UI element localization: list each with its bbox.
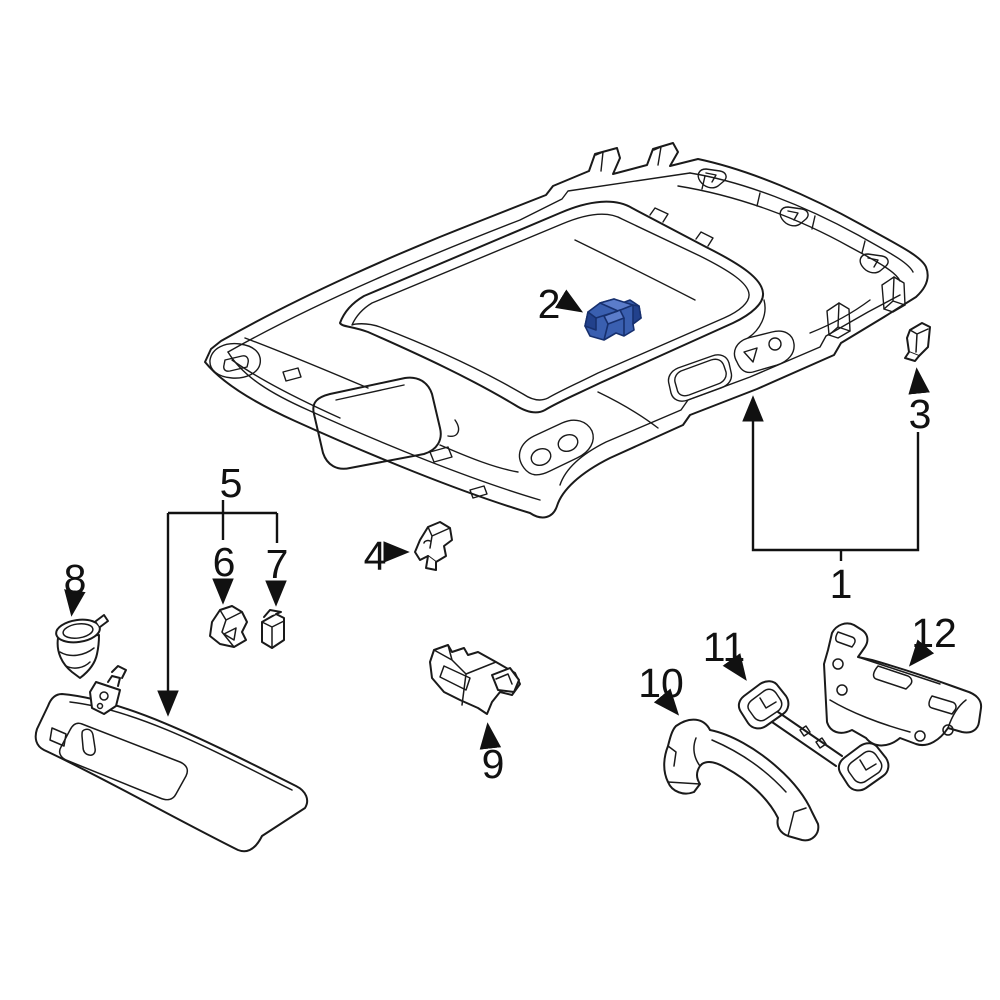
- part-9-drawing-overhead-bracket[interactable]: [429, 644, 521, 715]
- callout-lines: [64, 289, 935, 750]
- part-10-drawing-grab-handle[interactable]: [663, 718, 820, 842]
- headliner-drawing: [204, 142, 929, 519]
- callout-labels: 1 2 3 4 5 6 7 8 9 10 11 12: [64, 281, 957, 787]
- callout-label-8[interactable]: 8: [64, 556, 87, 602]
- part-12-drawing-mounting-bracket[interactable]: [823, 622, 983, 747]
- callout-label-11[interactable]: 11: [703, 624, 746, 670]
- part-7-drawing-visor-retainer[interactable]: [261, 609, 285, 649]
- part-2-drawing-highlighted-clip[interactable]: [584, 298, 642, 341]
- sun-visor-drawing[interactable]: [34, 665, 309, 853]
- part-3-drawing-corner-clip[interactable]: [904, 322, 931, 362]
- callout-label-10[interactable]: 10: [638, 660, 684, 706]
- callout-label-2[interactable]: 2: [538, 281, 561, 327]
- callout-label-7[interactable]: 7: [266, 541, 289, 587]
- part-6-drawing-visor-clip[interactable]: [209, 605, 248, 648]
- part-8-drawing-cone-retainer[interactable]: [55, 614, 109, 679]
- part-4-drawing-retainer-clip[interactable]: [414, 521, 453, 571]
- callout-label-3[interactable]: 3: [909, 391, 932, 437]
- callout-label-6[interactable]: 6: [213, 539, 236, 585]
- callout-label-4[interactable]: 4: [364, 533, 387, 579]
- callout-label-5[interactable]: 5: [220, 460, 243, 506]
- callout-label-9[interactable]: 9: [482, 741, 505, 787]
- callout-label-1[interactable]: 1: [830, 561, 853, 607]
- part-11-drawing-grab-handle-bracket[interactable]: [737, 680, 890, 792]
- callout-label-12[interactable]: 12: [911, 610, 957, 656]
